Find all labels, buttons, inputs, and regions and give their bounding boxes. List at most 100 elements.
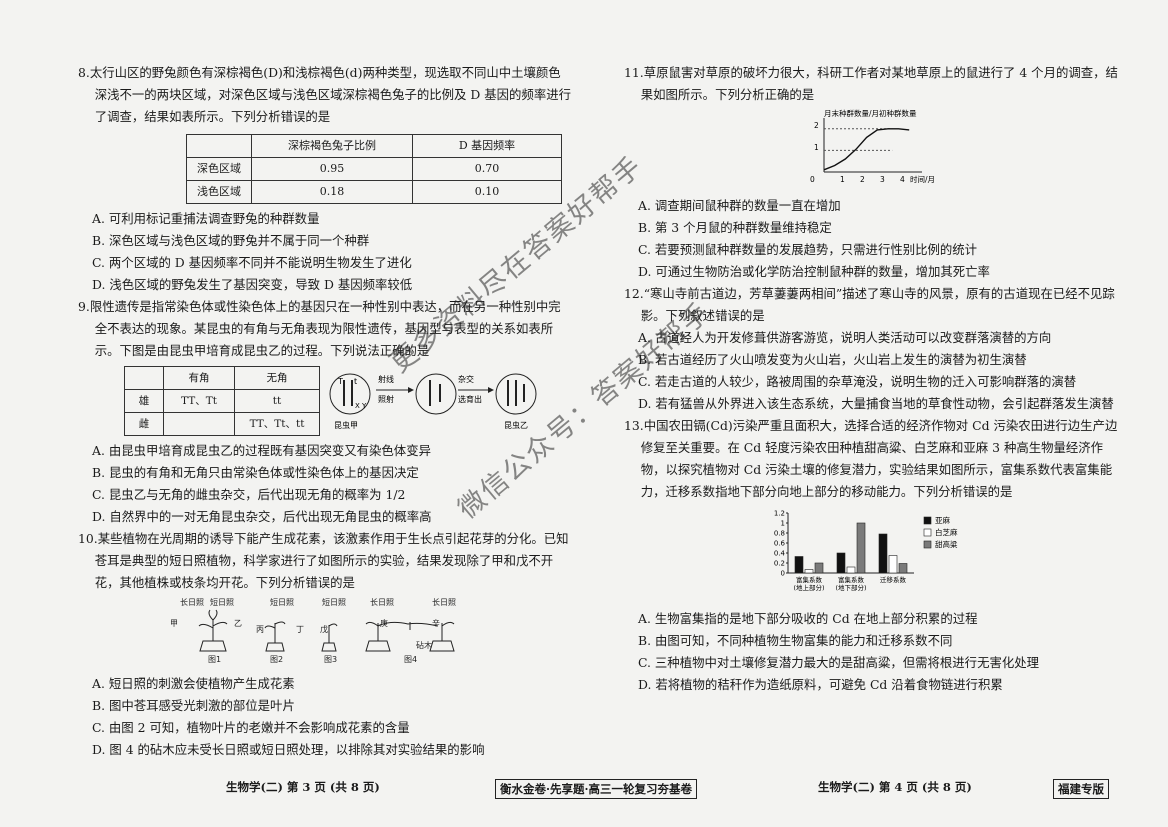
q11-stem: 11.草原鼠害对草原的破坏力很大，科研工作者对某地草原上的鼠进行了 4 个月的调… — [624, 65, 1118, 102]
long-day-label: 长日照 — [370, 597, 394, 607]
q13-y-tick: 0.2 — [774, 560, 785, 568]
q8-table-cell: 浅色区域 — [186, 180, 252, 204]
gene-t-lower: t — [354, 377, 357, 386]
short-day-label: 短日照 — [322, 597, 346, 607]
q11-x-tick: 0 — [810, 175, 815, 184]
step2-label: 选育出 — [458, 394, 482, 404]
q13-legend-label: 亚麻 — [935, 515, 950, 525]
q13-bar — [836, 552, 846, 574]
q9-table-header — [124, 366, 164, 390]
plant-yi-label: 乙 — [234, 619, 242, 628]
pot-icon — [265, 642, 285, 652]
cell-icon — [495, 373, 537, 415]
fig4-caption: 图4 — [404, 655, 417, 664]
q13-bar — [898, 563, 908, 574]
q11-series-line — [823, 128, 910, 171]
q11-option-c: C. 若要预测鼠种群数量的发展趋势，只需进行性别比例的统计 — [638, 242, 978, 257]
gene-y: Y — [361, 402, 367, 410]
q8-table-cell: 0.10 — [412, 180, 562, 204]
pot-icon — [321, 642, 337, 652]
q13-bar — [878, 533, 888, 574]
q13-bar-chart: 00.20.40.60.811.2富集系数(地上部分)富集系数(地下部分)迁移系… — [774, 510, 958, 593]
q11-x-tick: 2 — [860, 175, 865, 184]
pot-icon — [365, 640, 391, 652]
q13-option-b: B. 由图可知，不同种植物生物富集的能力和迁移系数不同 — [638, 633, 953, 648]
q9-table-cell: TT、Tt、tt — [234, 412, 320, 436]
cell-icon — [415, 373, 457, 415]
q11-y-tick: 2 — [814, 121, 819, 130]
q13-y-tick: 0.8 — [774, 530, 785, 538]
right-column: 11.草原鼠害对草原的破坏力很大，科研工作者对某地草原上的鼠进行了 4 个月的调… — [624, 62, 1124, 696]
q13-y-tick: 1 — [781, 520, 785, 528]
q8-option-d: D. 浅色区域的野兔发生了基因突变，导致 D 基因频率较低 — [92, 277, 413, 292]
long-day-label: 长日照 — [432, 597, 456, 607]
q9-option-c: C. 昆虫乙与无角的雌虫杂交，后代出现无角的概率为 1/2 — [92, 487, 406, 502]
gene-t-upper: T — [337, 377, 343, 386]
q10-plant-diagram: 长日照 短日照 短日照 短日照 长日照 长日照 甲 乙 丙 丁 戊 庚 辛 砧木… — [170, 597, 456, 664]
q12-option-a: A. 古道经人为开发修葺供游客游览，说明人类活动可以改变群落演替的方向 — [638, 330, 1052, 345]
q9-table-header: 无角 — [234, 366, 320, 390]
plant-jia-label: 甲 — [170, 619, 178, 628]
q9-table: 有角 无角 雄 TT、Tt tt 雌 TT、Tt、tt — [124, 366, 320, 436]
q13-option-d: D. 若将植物的秸秆作为造纸原料，可避免 Cd 沿着食物链进行积累 — [638, 677, 1003, 692]
plant-bing-label: 丙 — [256, 625, 264, 634]
q13-x-tick: 富集系数 — [838, 575, 865, 584]
plant-wu-label: 戊 — [320, 624, 328, 634]
q12-option-d: D. 若有猛兽从外界进入该生态系统，大量捕食当地的草食性动物，会引起群落发生演替 — [638, 396, 1114, 411]
plant-xin-label: 辛 — [432, 618, 440, 628]
q13-y-tick: 1.2 — [774, 510, 785, 518]
cell-icon — [329, 373, 371, 415]
q13-legend-label: 甜高粱 — [935, 539, 958, 549]
fig1-caption: 图1 — [208, 655, 221, 664]
q13-bar — [846, 566, 856, 574]
footer-badge: 福建专版 — [1053, 779, 1109, 799]
q12-option-b: B. 若古道经历了火山喷发变为火山岩，火山岩上发生的演替为初生演替 — [638, 352, 1027, 367]
q13-legend-label: 白芝麻 — [935, 527, 958, 537]
q8-table-header — [186, 134, 252, 158]
q11-line-chart: 月末种群数量/月初种群数量 0 1 2 3 4 时间/月 1 2 — [810, 108, 935, 184]
q13-y-tick: 0.6 — [774, 540, 786, 548]
plant-geng-label: 庚 — [380, 618, 388, 628]
short-day-label: 短日照 — [270, 597, 294, 607]
q8-table-cell: 深色区域 — [186, 157, 252, 181]
fig2-caption: 图2 — [270, 655, 283, 664]
q11-option-a: A. 调查期间鼠种群的数量一直在增加 — [638, 198, 841, 213]
q9-table-cell: TT、Tt — [163, 389, 235, 413]
q13-x-tick: 富集系数 — [796, 575, 823, 584]
q13-legend-swatch — [923, 516, 932, 525]
insect-a-label: 昆虫甲 — [334, 420, 358, 430]
q13-bar — [856, 522, 866, 574]
q8-option-a: A. 可利用标记重捕法调查野兔的种群数量 — [92, 211, 320, 226]
footer-right-page: 生物学(二) 第 4 页 (共 8 页) — [818, 780, 972, 794]
plant-ding-label: 丁 — [296, 625, 304, 634]
q9-table-cell: 雌 — [124, 412, 164, 436]
q9-table-cell: tt — [234, 389, 320, 413]
q9-table-cell: 雄 — [124, 389, 164, 413]
rootstock-label: 砧木 — [416, 640, 432, 650]
insect-b-label: 昆虫乙 — [504, 420, 528, 430]
footer-left-page: 生物学(二) 第 3 页 (共 8 页) — [226, 780, 380, 794]
q9-table-cell — [163, 412, 235, 436]
step1-label: 射线 — [378, 374, 394, 384]
q11-y-axis-label: 月末种群数量/月初种群数量 — [824, 108, 917, 118]
q12-stem: 12.“寒山寺前古道边，芳草萋萋两相间”描述了寒山寺的风景，原有的古道现在已经不… — [624, 286, 1115, 323]
q11-x-axis-label: 时间/月 — [910, 174, 935, 184]
q8-table-header: 深棕褐色兔子比例 — [251, 134, 413, 158]
q13-option-a: A. 生物富集指的是地下部分吸收的 Cd 在地上部分积累的过程 — [638, 611, 978, 626]
gene-x: X — [355, 402, 360, 410]
q13-legend-swatch — [923, 528, 932, 537]
q13-y-tick: 0 — [781, 570, 785, 578]
q13-legend-swatch — [923, 540, 932, 549]
q9-figure-row: 有角 无角 雄 TT、Tt tt 雌 TT、Tt、tt T t X Y 昆虫甲 … — [124, 366, 573, 436]
q13-x-tick: (地上部分) — [793, 583, 824, 592]
q13-bar — [794, 556, 804, 574]
q8-option-c: C. 两个区域的 D 基因频率不同并不能说明生物发生了进化 — [92, 255, 412, 270]
q13-option-c: C. 三种植物中对土壤修复潜力最大的是甜高粱，但需将根进行无害化处理 — [638, 655, 1040, 670]
q11-x-tick: 1 — [840, 175, 845, 184]
step2-label: 杂交 — [458, 374, 474, 384]
q13-bar — [814, 562, 824, 574]
q8-option-b: B. 深色区域与浅色区域的野兔并不属于同一个种群 — [92, 233, 370, 248]
q13-y-tick: 0.4 — [774, 550, 786, 558]
footer-center-title: 衡水金卷·先享题·高三一轮复习夯基卷 — [495, 779, 698, 799]
q11-option-b: B. 第 3 个月鼠的种群数量维持稳定 — [638, 220, 832, 235]
